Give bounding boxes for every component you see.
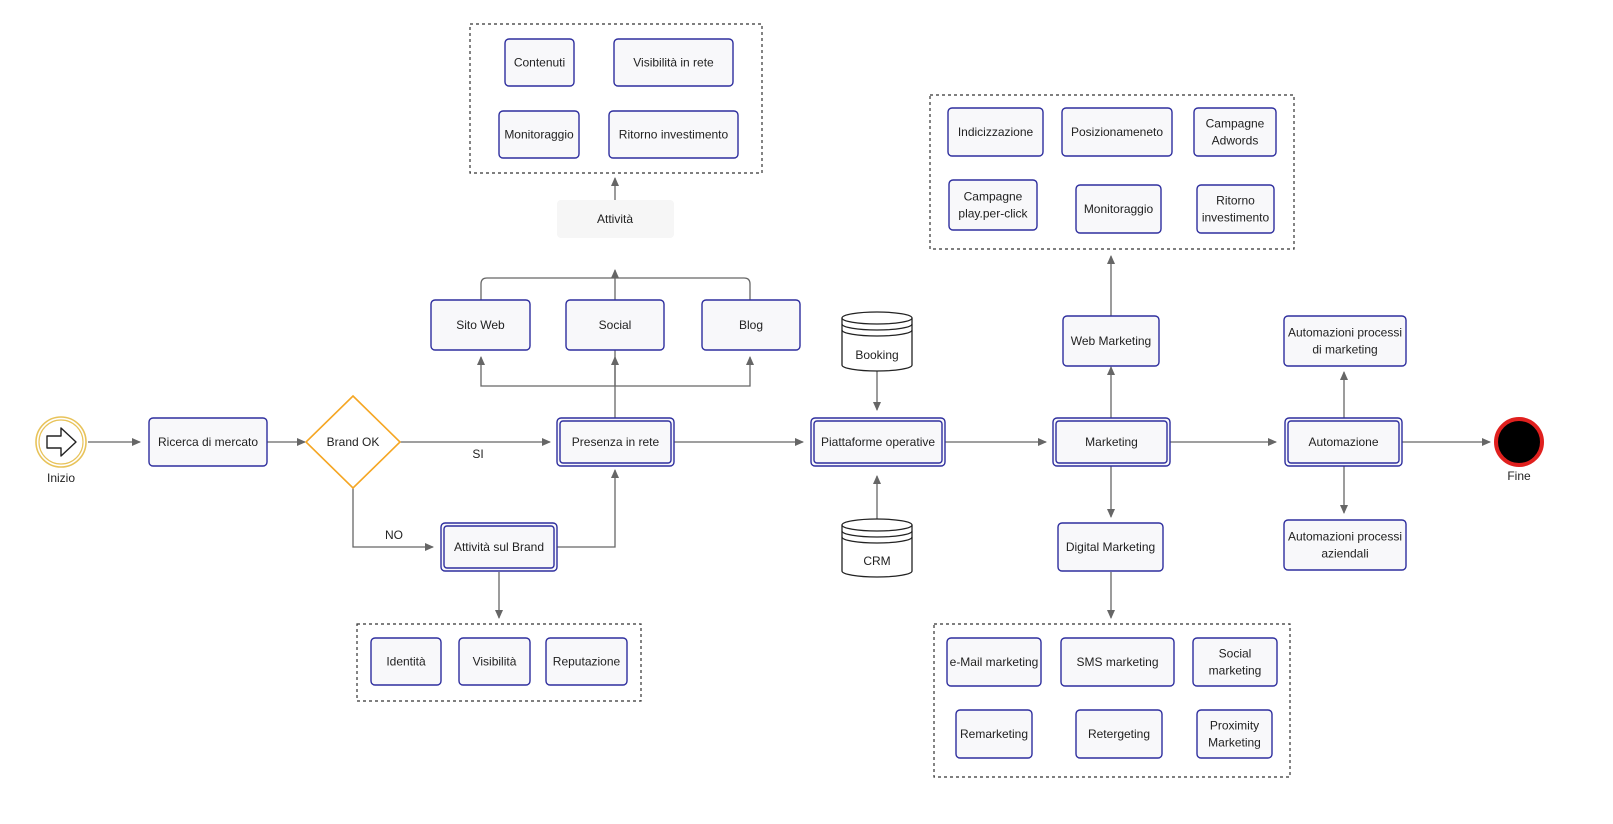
node-attivita[interactable]: Attività [557,200,674,238]
web-marketing-item[interactable]: Ritorno investimento [1196,184,1275,234]
digital-marketing-item[interactable]: Remarketing [955,709,1033,759]
brand-item-label: Visibilità [473,655,517,669]
edge-attivita-brand-to-presenza [557,469,619,548]
db-crm[interactable]: CRM [841,518,913,578]
db-crm-label: CRM [863,554,890,568]
edge-presenza-to-blog [615,356,754,387]
digital-marketing-item[interactable]: Social marketing [1192,637,1278,687]
brand-item-label: Identità [386,655,426,669]
digital-marketing-item-label-line-1: Proximity [1210,719,1259,733]
start-event-label: Inizio [47,471,75,485]
node-auto-marketing-label-line-1: Automazioni processi [1288,326,1402,340]
node-automazione[interactable]: Automazione [1284,417,1403,467]
decision-no-label: NO [385,528,403,542]
decision-yes-label: SI [472,447,483,461]
digital-marketing-item-label-line-2: Marketing [1208,736,1261,750]
start-event[interactable]: Inizio [35,416,87,485]
node-marketing-label: Marketing [1085,435,1138,449]
attivita-item[interactable]: Ritorno investimento [608,110,739,159]
end-event-label: Fine [1507,469,1531,483]
web-marketing-item-label-line-2: Adwords [1212,134,1259,148]
attivita-item-label: Monitoraggio [504,128,574,142]
web-marketing-item-label-line-1: Campagne [964,190,1023,204]
web-marketing-item-label-line-2: investimento [1202,211,1270,225]
node-auto-aziendali[interactable]: Automazioni processi aziendali [1283,519,1407,571]
node-presenza-rete[interactable]: Presenza in rete [556,417,675,467]
node-blog-label: Blog [739,318,763,332]
node-digital-marketing-label: Digital Marketing [1066,540,1155,554]
attivita-item[interactable]: Monitoraggio [498,110,580,159]
web-marketing-item-label-line-1: Ritorno [1216,194,1255,208]
brand-item[interactable]: Visibilità [458,637,531,686]
node-ricerca-mercato[interactable]: Ricerca di mercato [148,417,268,467]
web-marketing-item[interactable]: Posizionameneto [1061,107,1173,157]
node-auto-aziendali-label-line-1: Automazioni processi [1288,530,1402,544]
web-marketing-item[interactable]: Campagne play.per-click [948,179,1038,231]
web-marketing-item-label-line-1: Campagne [1206,117,1265,131]
digital-marketing-item[interactable]: Retergeting [1075,709,1163,759]
db-booking[interactable]: Booking [841,311,913,372]
node-auto-marketing[interactable]: Automazioni processi di marketing [1283,315,1407,367]
group-digital-marketing [933,623,1291,778]
brand-item[interactable]: Reputazione [545,637,628,686]
end-event[interactable]: Fine [1494,417,1544,483]
web-marketing-item-label-line-2: play.per-click [958,207,1028,221]
node-automazione-label: Automazione [1308,435,1378,449]
attivita-item[interactable]: Visibilità in rete [613,38,734,87]
web-marketing-item-label: Posizionameneto [1071,125,1163,139]
node-ricerca-mercato-label: Ricerca di mercato [158,435,258,449]
digital-marketing-item[interactable]: SMS marketing [1060,637,1175,687]
edge-decision-no-to-attivita-brand [352,487,434,551]
node-social-label: Social [599,318,632,332]
node-sito-web[interactable]: Sito Web [430,299,531,351]
edge-sito-join [480,277,615,300]
node-attivita-brand-label: Attività sul Brand [454,540,544,554]
node-sito-web-label: Sito Web [456,318,505,332]
edge-presenza-to-sito [477,356,615,387]
group-web-marketing [929,94,1295,250]
node-blog[interactable]: Blog [701,299,801,351]
web-marketing-item-label: Indicizzazione [958,125,1034,139]
brand-item[interactable]: Identità [370,637,442,686]
node-marketing[interactable]: Marketing [1052,417,1171,467]
digital-marketing-item-label: SMS marketing [1076,655,1158,669]
attivita-item-label: Visibilità in rete [633,56,714,70]
digital-marketing-item[interactable]: e-Mail marketing [946,637,1042,687]
digital-marketing-item-label: Retergeting [1088,727,1150,741]
decision-brand-ok[interactable]: Brand OK [304,394,402,490]
digital-marketing-item-label: e-Mail marketing [950,655,1039,669]
node-piattaforme[interactable]: Piattaforme operative [810,417,946,467]
node-digital-marketing[interactable]: Digital Marketing [1057,522,1164,572]
node-social[interactable]: Social [565,299,665,351]
arrow-right-icon [46,427,77,457]
web-marketing-item[interactable]: Monitoraggio [1075,184,1162,234]
edge-blog-join [615,277,751,300]
node-web-marketing-label: Web Marketing [1071,334,1151,348]
decision-label: Brand OK [327,435,380,449]
digital-marketing-item-label-line-2: marketing [1209,664,1262,678]
node-attivita-brand[interactable]: Attività sul Brand [440,522,558,572]
digital-marketing-item-label: Remarketing [960,727,1028,741]
web-marketing-item[interactable]: Indicizzazione [947,107,1044,157]
web-marketing-item-label: Monitoraggio [1084,202,1154,216]
attivita-item-label: Contenuti [514,56,565,70]
node-web-marketing[interactable]: Web Marketing [1062,315,1160,367]
attivita-item[interactable]: Contenuti [504,38,575,87]
db-booking-label: Booking [855,348,898,362]
node-auto-marketing-label-line-2: di marketing [1312,343,1377,357]
group-attivita [469,23,763,174]
node-presenza-rete-label: Presenza in rete [572,435,660,449]
digital-marketing-item-label-line-1: Social [1219,647,1252,661]
attivita-item-label: Ritorno investimento [619,128,729,142]
node-auto-aziendali-label-line-2: aziendali [1321,547,1368,561]
node-piattaforme-label: Piattaforme operative [821,435,935,449]
brand-item-label: Reputazione [553,655,621,669]
node-attivita-label: Attività [597,212,633,226]
